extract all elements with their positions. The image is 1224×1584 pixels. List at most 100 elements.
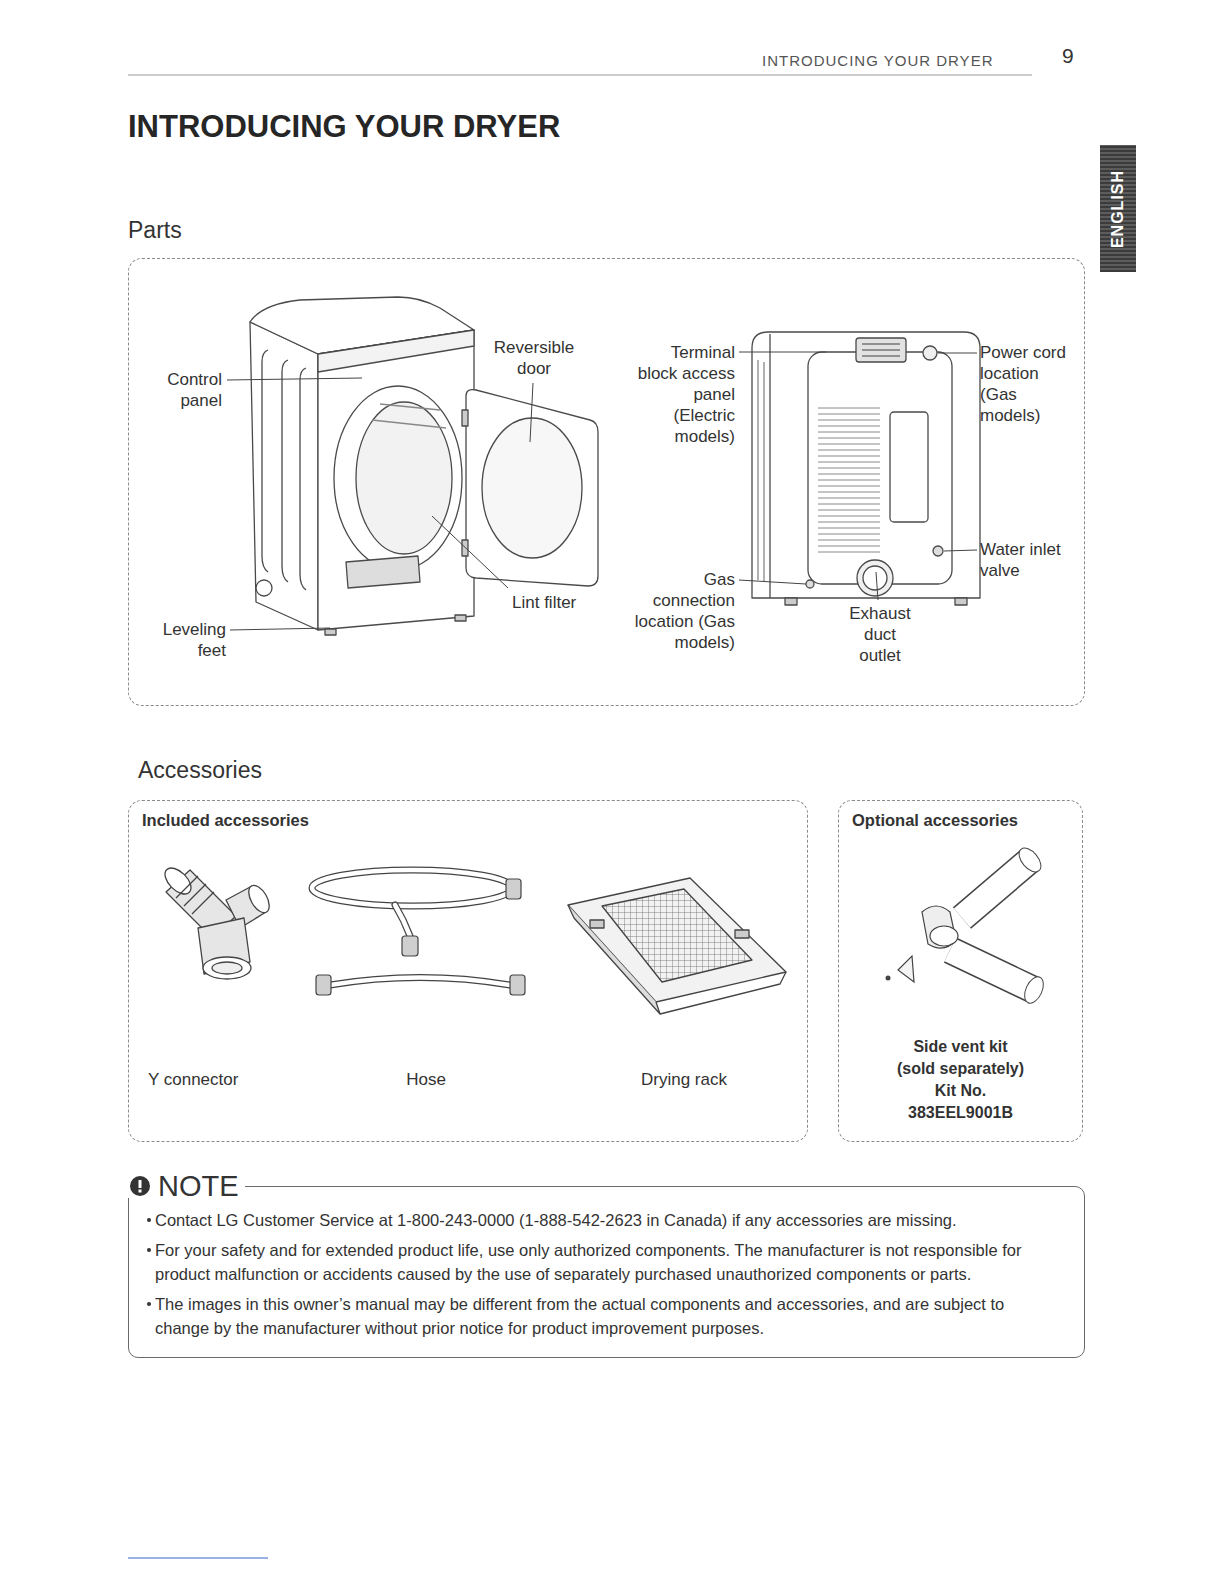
hose-illustration-part [312,870,512,906]
dryer-front-view-part [325,629,336,635]
dryer-back-view-part [890,412,928,522]
drying-rack-illustration-part [568,878,786,1002]
side-vent-kit-illustration-part [930,926,958,946]
hose-illustration-part-part [316,975,331,995]
dryer-front-view-part [300,368,306,590]
bullet-dot [147,1302,151,1306]
accessory-caption: Kit No. 383EEL9001B [891,1080,1031,1124]
dryer-back-view-part [923,346,937,360]
dryer-front-view-part [250,322,318,630]
y-connector-illustration-part [212,962,242,974]
drying-rack-illustration-part [568,905,660,1014]
y-connector-illustration-part [203,957,251,979]
panel-heading: Parts [128,216,182,244]
accessories-panel: Included accessories [128,800,808,1142]
y-connector-illustration [160,863,273,979]
running-header: INTRODUCING YOUR DRYER [762,50,1034,71]
note-box: NOTE Contact LG Customer Service at 1-800… [128,1168,1085,1358]
panel-border [128,800,808,1142]
dryer-back-view-part [933,546,943,556]
hose-illustration-part-part [506,879,521,899]
dryer-back-view-part [856,338,906,362]
note-item: Contact LG Customer Service at 1-800-243… [155,1208,1055,1232]
y-connector-illustration-part [176,876,214,914]
part-label: Lint filter [512,592,612,613]
side-vent-kit-illustration-part [1021,974,1047,1006]
drying-rack-illustration-part [735,930,749,938]
hose-illustration [312,870,525,995]
side-vent-kit-illustration-part [950,950,1034,990]
hose-illustration-part [395,905,410,936]
hose-illustration-part [330,978,510,986]
bullet-dot [147,1218,151,1222]
dryer-back-view-part [818,408,880,552]
note-heading: NOTE [152,1168,245,1204]
dryer-front-view-part [318,330,474,630]
part-label: Control panel [142,369,222,411]
note-item: The images in this owner’s manual may be… [155,1292,1055,1340]
dryer-front-view-part [455,615,466,621]
dryer-back-view-part [785,598,797,605]
dryer-front-view-part [262,350,268,572]
hose-illustration-part [312,870,512,906]
panel-heading: Included accessories [142,809,309,831]
dryer-front-view-part [346,556,420,588]
accessory-caption: Side vent kit [891,1036,1031,1058]
side-vent-kit-illustration-part [898,956,914,982]
drying-rack-illustration-part [590,920,604,928]
dryer-back-view-part [752,332,980,598]
dryer-front-view [250,297,598,635]
note-text: The images in this owner’s manual may be… [155,1292,1055,1340]
leader-lines-part [739,352,826,353]
dryer-front-view-part [318,330,474,372]
part-label: Terminal block access panel (Electric mo… [630,342,735,447]
drying-rack-illustration [568,878,786,1014]
dryer-front-view-part [282,360,288,582]
dryer-front-view-part [372,404,446,428]
part-label: Gas connection location (Gas models) [630,569,735,653]
leader-lines-part [938,353,977,354]
section-heading: Accessories [138,756,438,784]
dryer-back-view-part [955,598,967,605]
hose-illustration-part [330,978,510,986]
hose-illustration-part-part [402,936,418,956]
side-vent-kit-illustration-part [962,860,1030,918]
note-icon-mark [139,1190,142,1193]
note-item: For your safety and for extended product… [155,1238,1055,1286]
leader-lines-part [227,378,362,380]
dryer-front-view-part [256,580,272,596]
bullet-dot [147,1248,151,1252]
panel-heading: Optional accessories [852,809,1018,831]
footer-rule [128,1557,268,1558]
drying-rack-illustration-part [660,972,786,1014]
dryer-front-view-part [466,390,598,586]
header-rule [128,75,1032,76]
optional-accessories-panel: Optional accessoriesSide vent kit(sold s… [838,800,1083,1142]
dryer-back-view-part [806,580,814,588]
dryer-front-view-part [356,402,452,554]
note-text: Contact LG Customer Service at 1-800-243… [155,1208,1055,1232]
leader-lines-part [876,572,878,600]
part-label: Leveling feet [146,619,226,661]
note-icon-mark [139,1180,142,1188]
dryer-back-view-part [808,352,952,584]
side-vent-kit-illustration-part [950,950,1034,990]
dryer-back-view-part [857,560,893,596]
dryer-back-view-part [758,360,764,582]
accessory-label: Y connector [148,1069,288,1090]
accessory-label: Drying rack [641,1069,781,1090]
dryer-front-view-part [462,410,468,426]
accessory-label: Hose [376,1069,476,1090]
hose-illustration-part [316,879,525,995]
side-vent-kit-illustration-part [1015,844,1045,876]
parts-panel: Parts [128,214,1085,706]
leader-lines-part [230,628,330,630]
leader-lines-part [739,580,806,584]
note-icon-disc [130,1176,150,1196]
page-number: 9 [1062,45,1084,66]
part-label: Power cord location (Gas models) [980,342,1075,426]
leader-lines-part [530,383,533,442]
